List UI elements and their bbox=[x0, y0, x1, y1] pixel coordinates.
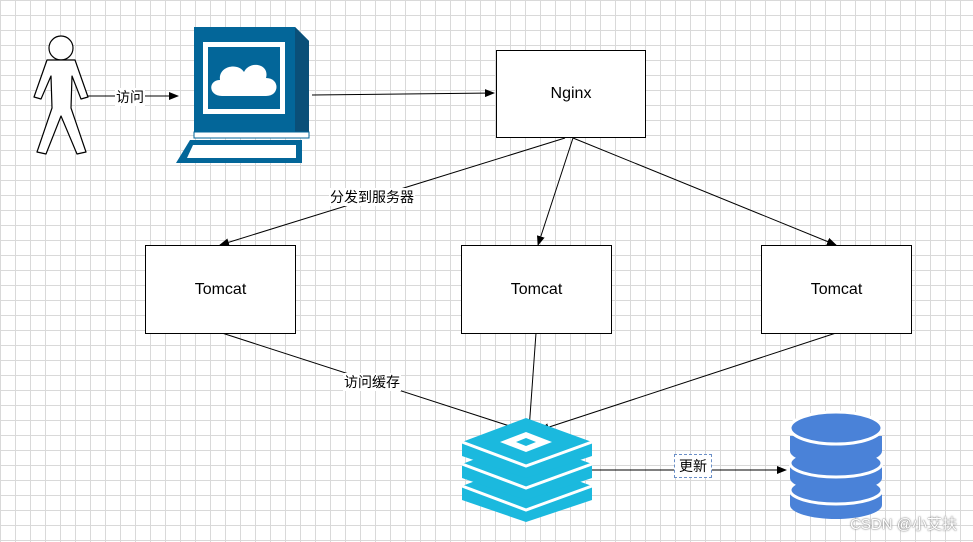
tomcat-node-2: Tomcat bbox=[461, 245, 612, 334]
distribute-label: 分发到服务器 bbox=[329, 188, 415, 206]
access-cache-label: 访问缓存 bbox=[343, 373, 401, 391]
edge-computer-nginx bbox=[311, 89, 495, 98]
visit-label: 访问 bbox=[115, 88, 145, 106]
edge-tomcat3-cache bbox=[539, 332, 837, 431]
tomcat-node-1: Tomcat bbox=[145, 245, 296, 334]
tomcat-label: Tomcat bbox=[510, 280, 563, 298]
tomcat-node-3: Tomcat bbox=[761, 245, 912, 334]
nginx-label: Nginx bbox=[550, 85, 592, 102]
tomcat-label: Tomcat bbox=[194, 280, 247, 298]
user-icon bbox=[33, 35, 89, 155]
watermark: CSDN @小艾扶 bbox=[850, 516, 957, 533]
computer-icon bbox=[176, 27, 310, 163]
redis-cache-icon bbox=[461, 418, 593, 522]
edge-nginx-tomcat2 bbox=[536, 137, 574, 246]
nginx-node: Nginx bbox=[496, 50, 646, 138]
edge-tomcat2-cache bbox=[525, 332, 537, 431]
update-label: 更新 bbox=[674, 454, 712, 478]
edge-nginx-tomcat3 bbox=[572, 137, 837, 246]
tomcat-label: Tomcat bbox=[810, 280, 863, 298]
database-icon bbox=[788, 410, 884, 519]
